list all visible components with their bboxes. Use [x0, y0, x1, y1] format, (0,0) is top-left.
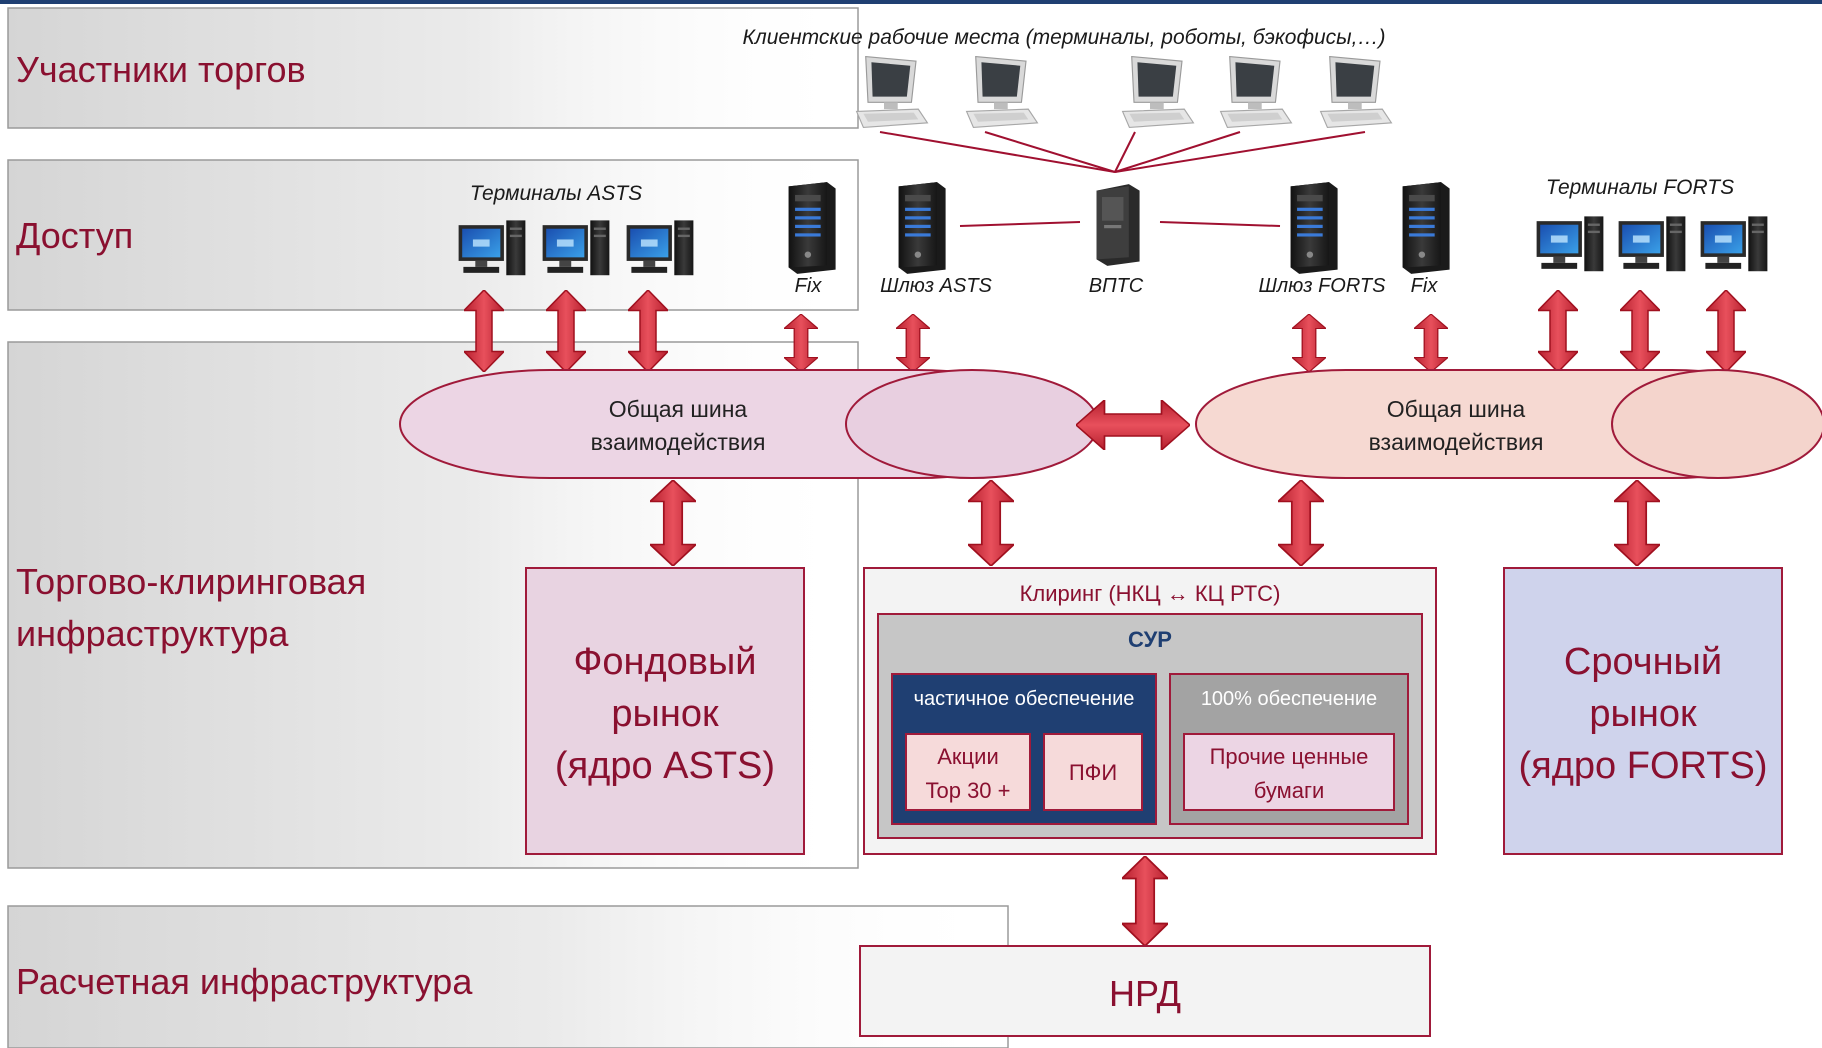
monitor-terminal-icon	[458, 220, 526, 276]
shares-line2: Top 30 +	[925, 778, 1010, 803]
partial-collateral-label: частичное обеспечение	[914, 688, 1135, 710]
server-tower-icon	[898, 182, 946, 274]
pfi-label: ПФИ	[1069, 760, 1117, 785]
clearing-title: Клиринг (НКЦ ↔ КЦ РТС)	[1020, 581, 1281, 606]
layer-access: Доступ	[16, 215, 133, 256]
monitor-terminal-icon	[1536, 216, 1604, 272]
server-tower-icon	[1402, 182, 1450, 274]
server-tower-icon	[788, 182, 836, 274]
asts-terminals	[458, 220, 694, 276]
caption-gateway-forts: Шлюз FORTS	[1259, 275, 1387, 297]
client-connection-lines	[879, 131, 1366, 227]
desktop-computer-icon	[855, 56, 929, 129]
layer-settlement: Расчетная инфраструктура	[16, 961, 473, 1002]
stock-market-line1: Фондовый	[573, 641, 756, 683]
other-securities-box	[1183, 733, 1395, 811]
layer-trading-line1: Торгово-клиринговая	[16, 561, 366, 602]
derivatives-market-line3: (ядро FORTS)	[1519, 745, 1768, 787]
shares-line1: Акции	[937, 744, 998, 769]
nrd-label: НРД	[1109, 973, 1181, 1014]
stock-market-box	[525, 567, 805, 855]
layer-participants: Участники торгов	[16, 49, 306, 90]
bus-right	[1195, 369, 1822, 479]
desktop-computer-icon	[965, 56, 1039, 129]
monitor-terminal-icon	[1618, 216, 1686, 272]
derivatives-market-line2: рынок	[1589, 693, 1697, 735]
derivatives-market-line1: Срочный	[1564, 641, 1722, 683]
desktop-computer-icon	[1219, 56, 1293, 129]
sur-title: СУР	[1128, 627, 1172, 652]
stock-market-line3: (ядро ASTS)	[555, 745, 775, 787]
caption-gateway-asts: Шлюз ASTS	[880, 275, 992, 297]
stock-market-line2: рынок	[611, 693, 719, 735]
full-collateral-label: 100% обеспечение	[1201, 688, 1377, 710]
desktop-computer-icon	[1121, 56, 1195, 129]
monitor-terminal-icon	[542, 220, 610, 276]
desktop-computer-icon	[1319, 56, 1393, 129]
caption-forts-terminals: Терминалы FORTS	[1546, 176, 1734, 199]
client-workstations	[855, 56, 1393, 129]
pfi-box	[1043, 733, 1143, 811]
caption-vpts: ВПТС	[1089, 275, 1144, 297]
caption-asts-terminals: Терминалы ASTS	[470, 182, 642, 205]
server-tower-icon	[1290, 182, 1338, 274]
monitor-terminal-icon	[1700, 216, 1768, 272]
caption-client-workplaces: Клиентские рабочие места (терминалы, роб…	[743, 26, 1386, 49]
band-access	[7, 159, 859, 311]
layer-trading-line2: инфраструктура	[16, 613, 289, 654]
bus-right-line1: Общая шина	[1387, 396, 1526, 422]
forts-terminals	[1536, 216, 1768, 272]
caption-fix-right: Fix	[1411, 275, 1439, 297]
monitor-terminal-icon	[626, 220, 694, 276]
bus-left	[399, 369, 1099, 479]
band-participants	[7, 7, 859, 129]
other-securities-line2: бумаги	[1254, 778, 1325, 803]
access-arrows	[464, 290, 1746, 372]
shares-box	[905, 733, 1031, 811]
other-securities-line1: Прочие ценные	[1210, 744, 1369, 769]
caption-fix-left: Fix	[795, 275, 823, 297]
band-settlement	[7, 905, 1009, 1048]
nrd-box	[859, 945, 1431, 1037]
top-border	[0, 0, 1822, 4]
derivatives-market-box	[1503, 567, 1783, 855]
bus-left-line2: взаимодействия	[591, 429, 766, 455]
bus-right-line2: взаимодействия	[1369, 429, 1544, 455]
bus-left-line1: Общая шина	[609, 396, 748, 422]
server-tower-icon	[1096, 184, 1140, 266]
